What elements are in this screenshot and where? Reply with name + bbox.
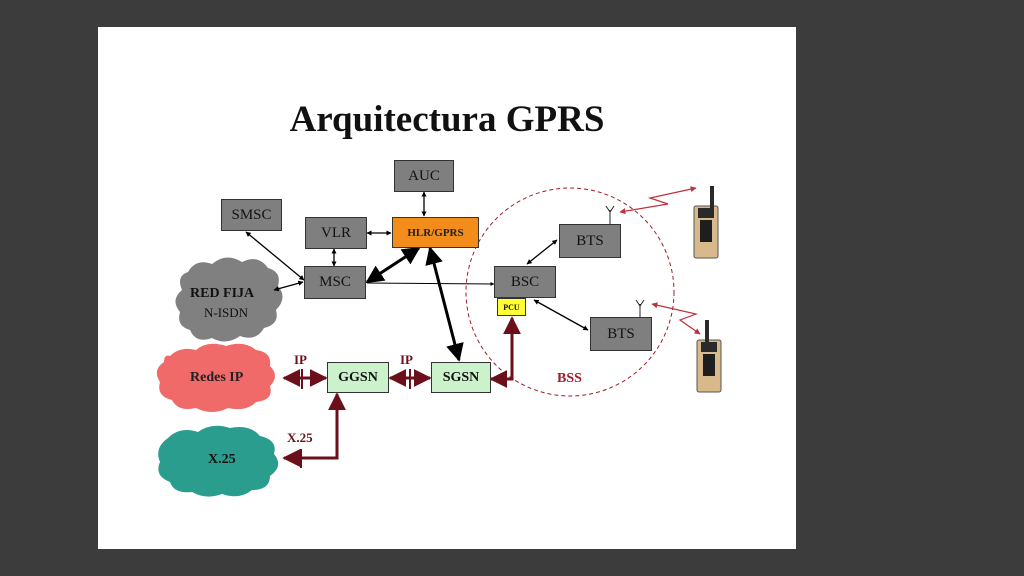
link-bsc-bts-top xyxy=(526,239,558,265)
slide-title: Arquitectura GPRS xyxy=(289,99,605,140)
ggsn-node: GGSN xyxy=(327,362,389,393)
link-x25-ggsn xyxy=(282,392,346,467)
radio-link-top xyxy=(619,186,697,215)
msc-node: MSC xyxy=(304,266,366,299)
redes-ip-label: Redes IP xyxy=(190,370,244,385)
bts-bottom-node: BTS xyxy=(590,317,652,351)
x25-cloud xyxy=(158,425,279,497)
auc-node: AUC xyxy=(394,160,454,192)
hlr-gprs-node: HLR/GPRS xyxy=(392,217,479,248)
sgsn-node: SGSN xyxy=(431,362,491,393)
link-msc-hlr xyxy=(365,246,421,284)
radio-link-bottom xyxy=(651,302,701,335)
pcu-node: PCU xyxy=(497,298,526,316)
mobile-phone-icon xyxy=(693,186,719,259)
red-fija-label: RED FIJA xyxy=(190,286,255,301)
vlr-node: VLR xyxy=(305,217,367,249)
link-hlr-sgsn xyxy=(425,246,464,362)
n-isdn-label: N-ISDN xyxy=(204,305,249,320)
link-smsc-msc xyxy=(245,231,305,281)
redes-ip-cloud xyxy=(156,343,275,412)
ip-label-left: IP xyxy=(294,352,307,367)
bsc-node: BSC xyxy=(494,266,556,298)
link-bsc-bts-bottom xyxy=(533,299,589,331)
bss-boundary xyxy=(465,187,675,397)
antenna-icon xyxy=(605,205,615,224)
link-redfija-msc xyxy=(273,280,304,292)
x25-cloud-label: X.25 xyxy=(208,452,236,467)
link-msc-bsc xyxy=(366,281,495,286)
link-sgsn-pcu xyxy=(489,316,521,388)
mobile-phone-icon xyxy=(696,320,722,393)
antenna-icon xyxy=(635,299,645,318)
bts-top-node: BTS xyxy=(559,224,621,258)
x25-link-label: X.25 xyxy=(287,430,313,445)
bss-label: BSS xyxy=(557,371,582,386)
smsc-node: SMSC xyxy=(221,199,282,231)
ip-label-middle: IP xyxy=(400,352,413,367)
